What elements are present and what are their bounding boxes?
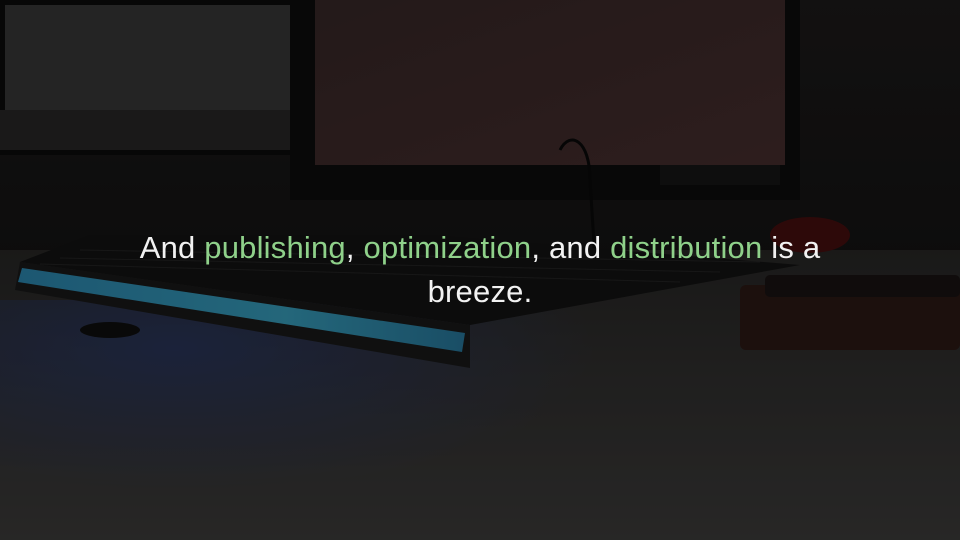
caption-highlight-publishing: publishing (204, 230, 346, 265)
slide-caption: And publishing, optimization, and distri… (90, 226, 870, 314)
caption-highlight-optimization: optimization (363, 230, 532, 265)
caption-text-3: , and (531, 230, 611, 265)
caption-text-1: And (139, 230, 205, 265)
caption-highlight-distribution: distribution (610, 230, 763, 265)
caption-text-2: , (345, 230, 364, 265)
caption-text-4: is a breeze. (427, 230, 821, 309)
